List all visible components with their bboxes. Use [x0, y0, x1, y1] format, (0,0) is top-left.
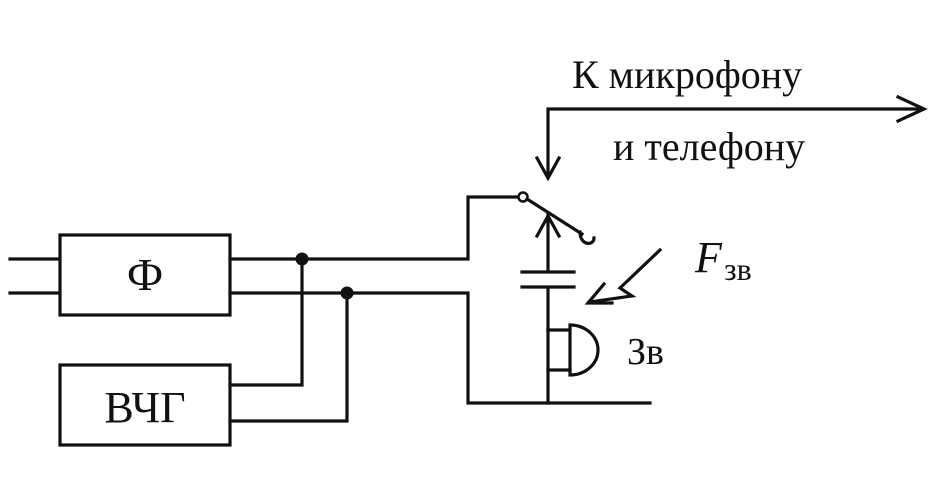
bell-label: Зв	[627, 331, 664, 373]
hook-switch	[517, 191, 596, 245]
hf-generator-block: ВЧГ	[58, 363, 232, 447]
junction-dot-upper	[295, 252, 309, 266]
filter-label: Ф	[127, 249, 163, 300]
mic-label-line1: К микрофону	[572, 52, 802, 97]
mic-label-line2: и телефону	[613, 124, 805, 169]
hf-generator-label: ВЧГ	[104, 383, 185, 432]
junction-dot-lower	[340, 286, 354, 300]
bell-symbol	[568, 323, 600, 377]
mic-phone-connection	[534, 94, 928, 182]
sound-freq-subscript: зв	[724, 251, 752, 287]
upper-line-to-switch	[228, 195, 522, 261]
sound-frequency-arrow	[584, 247, 663, 305]
bell-branch	[520, 212, 576, 405]
hfg-to-lower-line	[228, 291, 349, 423]
sound-freq-symbol: F	[694, 233, 723, 282]
hfg-to-upper-line	[228, 257, 304, 387]
filter-block: Ф	[58, 233, 232, 317]
